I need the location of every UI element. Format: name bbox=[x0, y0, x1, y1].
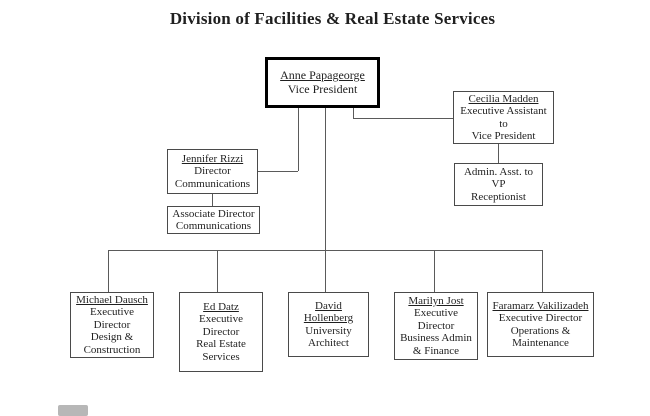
role-line: Vice President bbox=[287, 81, 358, 96]
connector-bus-marilyn-vertical bbox=[434, 250, 435, 292]
page-title: Division of Facilities & Real Estate Ser… bbox=[169, 9, 496, 28]
role-line: Communications bbox=[175, 220, 252, 232]
role-line: Operations & bbox=[510, 324, 571, 337]
person-name: Ed Datz bbox=[203, 300, 239, 313]
node-associate-director-communications: Associate Director Communications bbox=[167, 206, 260, 234]
role-line: Executive Director bbox=[498, 312, 583, 324]
role-line: & Finance bbox=[412, 344, 460, 357]
node-ed-datz: Ed Datz Executive Director Real Estate S… bbox=[179, 292, 263, 372]
person-name: Faramarz Vakilizadeh bbox=[492, 299, 589, 312]
node-david-hollenberg: David Hollenberg University Architect bbox=[288, 292, 369, 357]
node-marilyn-jost: Marilyn Jost Executive Director Business… bbox=[394, 292, 478, 360]
role-line: Services bbox=[202, 350, 240, 363]
connector-anne-rizzi-vertical bbox=[298, 108, 299, 171]
role-line: University bbox=[305, 324, 352, 337]
cropped-ui-fragment bbox=[58, 405, 88, 416]
person-name: Cecilia Madden bbox=[468, 92, 539, 105]
role-line: Design & bbox=[90, 331, 134, 344]
role-line: Architect bbox=[308, 337, 349, 349]
role-line: Executive Assistant bbox=[460, 105, 547, 117]
connector-bus-ed-vertical bbox=[217, 250, 218, 292]
role-line: to bbox=[499, 117, 508, 130]
connector-cecilia-admin-vertical bbox=[498, 144, 499, 163]
role-line: Real Estate bbox=[196, 338, 246, 351]
connector-bus-faramarz-vertical bbox=[542, 250, 543, 292]
role-line: Construction bbox=[83, 343, 141, 356]
node-faramarz-vakilizadeh: Faramarz Vakilizadeh Executive Director … bbox=[487, 292, 594, 357]
connector-bus-michael-vertical bbox=[108, 250, 109, 292]
role-line: Executive bbox=[414, 307, 458, 320]
person-name: Anne Papageorge bbox=[280, 68, 365, 82]
person-name: David bbox=[315, 299, 342, 312]
connector-bottom-row-bus bbox=[108, 250, 543, 251]
person-name: Michael Dausch bbox=[76, 293, 148, 306]
node-jennifer-rizzi: Jennifer Rizzi Director Communications bbox=[167, 149, 258, 194]
person-name: Marilyn Jost bbox=[408, 294, 464, 307]
role-line: Director bbox=[194, 165, 231, 178]
role-line: Vice President bbox=[471, 130, 536, 142]
connector-anne-cecilia-horizontal bbox=[353, 118, 453, 119]
role-line: Executive bbox=[199, 313, 243, 326]
role-line: Director bbox=[93, 318, 131, 331]
role-line: Maintenance bbox=[512, 337, 569, 349]
person-name: Jennifer Rizzi bbox=[181, 152, 244, 165]
connector-anne-rizzi-horizontal bbox=[257, 171, 298, 172]
node-michael-dausch: Michael Dausch Executive Director Design… bbox=[70, 292, 154, 358]
node-cecilia-madden: Cecilia Madden Executive Assistant to Vi… bbox=[453, 91, 554, 144]
connector-anne-david-vertical bbox=[325, 108, 326, 292]
role-line: VP bbox=[491, 178, 506, 191]
role-line: Director bbox=[417, 319, 455, 332]
role-line: Admin. Asst. to bbox=[463, 165, 534, 178]
node-admin-asst-receptionist: Admin. Asst. to VP Receptionist bbox=[454, 163, 543, 206]
role-line: Director bbox=[202, 325, 240, 338]
role-line: Executive bbox=[90, 306, 134, 319]
role-line: Communications bbox=[174, 177, 251, 190]
role-line: Associate Director bbox=[172, 207, 255, 220]
node-anne-papageorge: Anne Papageorge Vice President bbox=[265, 57, 380, 108]
connector-anne-cecilia-stub bbox=[353, 108, 354, 119]
role-line: Business Admin bbox=[400, 332, 472, 345]
connector-rizzi-associate-vertical bbox=[212, 193, 213, 206]
role-line: Receptionist bbox=[471, 190, 526, 203]
person-name: Hollenberg bbox=[303, 312, 354, 324]
